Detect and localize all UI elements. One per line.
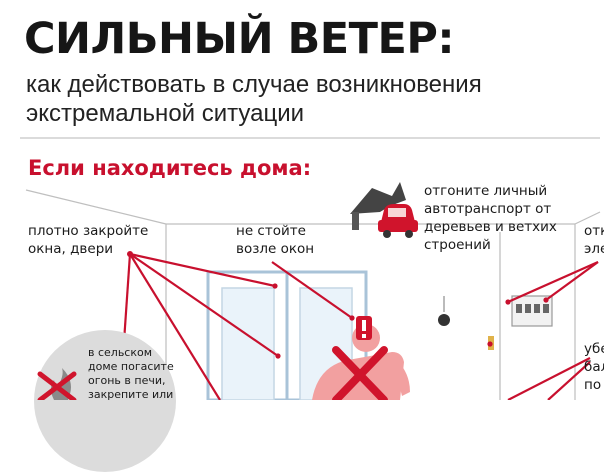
tip-line: огонь в печи, xyxy=(88,374,166,387)
tip-line: плотно закройте xyxy=(28,223,149,239)
pointer-lines xyxy=(118,252,599,400)
tip-close-windows: плотно закройте окна, двери xyxy=(28,222,148,258)
tip-line: строений xyxy=(424,237,491,253)
lamp-icon xyxy=(438,296,450,326)
pointer-dots xyxy=(127,251,549,359)
tip-line: доме погасите xyxy=(88,360,174,373)
window-icon xyxy=(206,270,368,400)
tip-line: убе xyxy=(584,341,604,357)
section-title: Если находитесь дома: xyxy=(28,156,312,180)
tip-line: автотранспорт от xyxy=(424,201,552,217)
car-icon xyxy=(378,204,418,238)
tip-line: эле xyxy=(584,241,604,257)
page-title: СИЛЬНЫЙ ВЕТЕР: xyxy=(24,14,455,64)
tip-line: отгоните личный xyxy=(424,183,548,199)
tip-line: в сельском xyxy=(88,346,153,359)
tip-rural-fire: в сельском доме погасите огонь в печи, з… xyxy=(88,346,174,402)
tip-away-from-windows: не стойте возле окон xyxy=(236,222,314,258)
tip-line: бал xyxy=(584,359,604,375)
tip-line: по xyxy=(584,377,602,393)
tip-line: возле окон xyxy=(236,241,315,257)
cross-icon xyxy=(332,346,388,400)
subtitle-line: экстремальной ситуации xyxy=(26,100,305,127)
fire-icon xyxy=(37,368,77,400)
tip-line: закрепите или xyxy=(88,388,174,401)
tip-right-top: отк эле xyxy=(584,222,604,258)
room-illustration xyxy=(20,137,601,400)
tree-icon xyxy=(350,182,406,230)
electric-panel-icon xyxy=(511,295,553,327)
tip-right-bottom: убе бал по xyxy=(584,340,604,394)
tip-line: окна, двери xyxy=(28,241,114,257)
tip-line: деревьев и ветхих xyxy=(424,219,557,235)
tip-line: не стойте xyxy=(236,223,306,239)
warning-icon xyxy=(356,316,372,340)
tip-move-car: отгоните личный автотранспорт от деревье… xyxy=(424,182,557,254)
subtitle-line: как действовать в случае возникновения xyxy=(26,71,482,98)
page-subtitle: как действовать в случае возникновения э… xyxy=(26,70,482,128)
tip-line: отк xyxy=(584,223,604,239)
